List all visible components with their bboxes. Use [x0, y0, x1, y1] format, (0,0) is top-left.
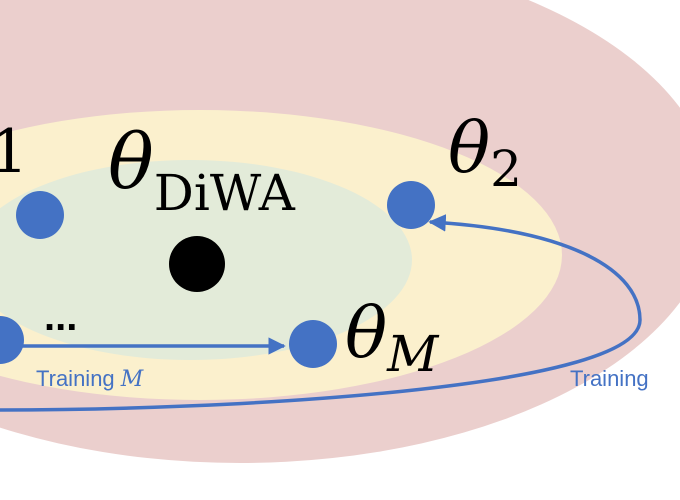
- theta-1-point: [16, 191, 64, 239]
- theta-m-label: θM: [345, 292, 440, 383]
- theta-m-point: [289, 320, 337, 368]
- theta-m-symbol: θ: [345, 292, 387, 374]
- theta-2-label: θ2: [448, 107, 522, 198]
- theta-2-symbol: θ: [448, 107, 490, 189]
- theta-diwa-label: θDiWA: [108, 117, 296, 222]
- theta-2-subscript: 2: [490, 140, 522, 198]
- training-m-label: Training M: [36, 366, 144, 392]
- theta-diwa-point: [169, 236, 225, 292]
- training-m-variable: M: [120, 367, 144, 392]
- ellipsis-label: ...: [44, 295, 77, 339]
- theta-m-subscript: M: [386, 325, 440, 383]
- training-m-text: Training: [36, 366, 121, 391]
- theta-2-point: [387, 181, 435, 229]
- theta-start-point: [0, 316, 24, 364]
- theta-diwa-symbol: θ: [108, 117, 154, 206]
- training-2-arrow: [0, 214, 642, 412]
- theta-diwa-subscript: DiWA: [154, 164, 296, 222]
- theta-1-label: 1: [0, 117, 28, 187]
- training-2-label: Training: [570, 366, 649, 391]
- theta-1-subscript: 1: [0, 117, 28, 187]
